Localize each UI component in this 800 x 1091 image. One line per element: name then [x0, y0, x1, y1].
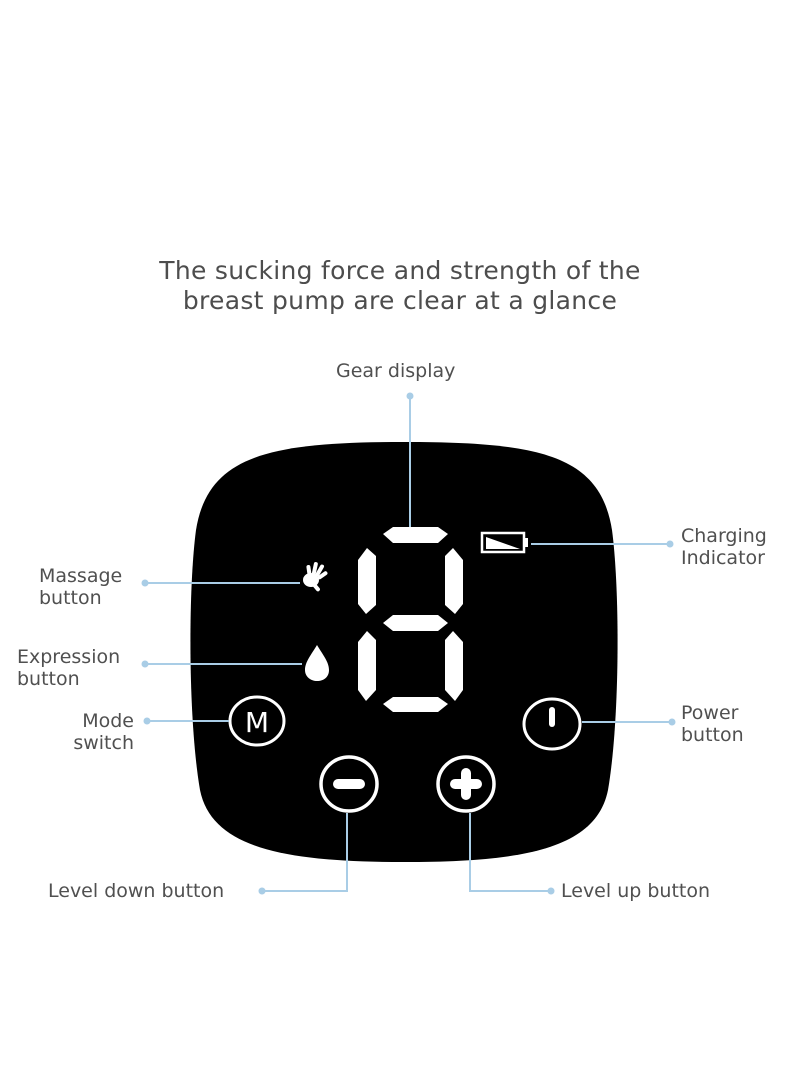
label-mode-switch-line-1: Mode — [82, 710, 134, 732]
label-expression-button-line-1: Expression — [17, 646, 121, 668]
label-level-up-button: Level up button — [561, 880, 711, 902]
label-power-button-line-2: button — [681, 724, 744, 746]
control-panel — [190, 442, 618, 862]
mode-m-icon: M — [245, 706, 269, 739]
label-massage-button-line-1: Massage — [39, 565, 123, 587]
label-gear-display: Gear display — [336, 360, 456, 382]
label-charging-indicator: Charging Indicator — [681, 525, 767, 569]
label-massage-button-line-2: button — [39, 587, 102, 609]
plus-icon — [450, 768, 482, 800]
leader-lines — [141, 392, 676, 895]
minus-icon — [333, 779, 365, 789]
level-down-button[interactable] — [319, 755, 379, 813]
label-mode-switch: Mode switch — [40, 710, 134, 754]
headline-line-2: breast pump are clear at a glance — [182, 286, 618, 315]
headline-line-1: The sucking force and strength of the — [159, 256, 641, 285]
level-up-button[interactable] — [436, 755, 496, 813]
headline: The sucking force and strength of the br… — [0, 256, 800, 316]
power-button[interactable] — [522, 697, 582, 751]
power-icon — [549, 707, 555, 727]
label-massage-button: Massage button — [39, 565, 122, 609]
water-drop-icon — [305, 645, 329, 681]
label-mode-switch-line-2: switch — [73, 732, 134, 754]
label-expression-button-line-2: button — [17, 668, 80, 690]
label-charging-indicator-line-2: Indicator — [681, 547, 765, 569]
label-power-button: Power button — [681, 702, 744, 746]
label-charging-indicator-line-1: Charging — [681, 525, 767, 547]
label-level-down-button: Level down button — [48, 880, 225, 902]
label-power-button-line-1: Power — [681, 702, 739, 724]
hand-massage-icon — [303, 562, 328, 592]
mode-switch-button[interactable]: M — [228, 695, 286, 747]
gear-display-digit — [358, 527, 463, 712]
battery-icon — [480, 531, 528, 554]
label-expression-button: Expression button — [17, 646, 120, 690]
